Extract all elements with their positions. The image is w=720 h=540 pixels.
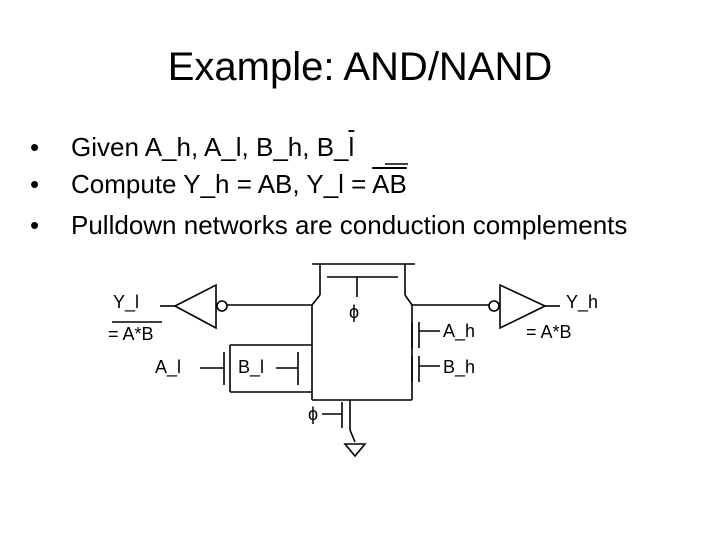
left-inverter [173,283,217,330]
bullet-dot: • [30,169,40,199]
y-l-expression: = A*B [108,324,154,344]
b-h-input-label: B_h [443,357,475,378]
bullet-list: • Given A_h, A_l, B_h, B_l • Compute Y_h… [30,132,670,251]
right-inverter-bubble [488,300,500,312]
right-inverter [499,283,547,330]
y-h-label: Y_h [566,292,598,313]
left-keeper-wire [311,294,321,306]
bullet-text: Given A_h, A_l, B_h, B_ [71,132,349,162]
a-l-input-label: A_l [155,357,181,378]
a-h-input-label: A_h [443,321,475,342]
phi-precharge-label: ϕ [349,302,359,322]
bullet-item-2: • Compute Y_h = AB, Y_l = AB [30,169,670,199]
bullet-item-1: • Given A_h, A_l, B_h, B_l [30,132,670,162]
slide-title: Example: AND/NAND [167,45,553,89]
bullet-text: Compute Y_h = AB, Y_l = [71,169,373,199]
bullet-dot: • [30,210,40,240]
bullet-text: Pulldown networks are conduction complem… [71,210,628,240]
bullet-overlined-text: AB [372,169,407,199]
phi-footer-label: ϕ [308,404,318,424]
bullet-overlined-text: l [348,132,355,162]
b-l-input-label: B_l [238,357,264,378]
left-inverter-bubble [216,300,228,312]
ground-wire [349,429,356,443]
y-h-expression: = A*B [526,322,572,342]
right-keeper-wire [404,294,413,306]
bullet-item-3: • Pulldown networks are conduction compl… [30,206,670,244]
ground-symbol [343,443,367,458]
y-l-label: Y_l [113,292,139,313]
bullet-dot: • [30,132,40,162]
